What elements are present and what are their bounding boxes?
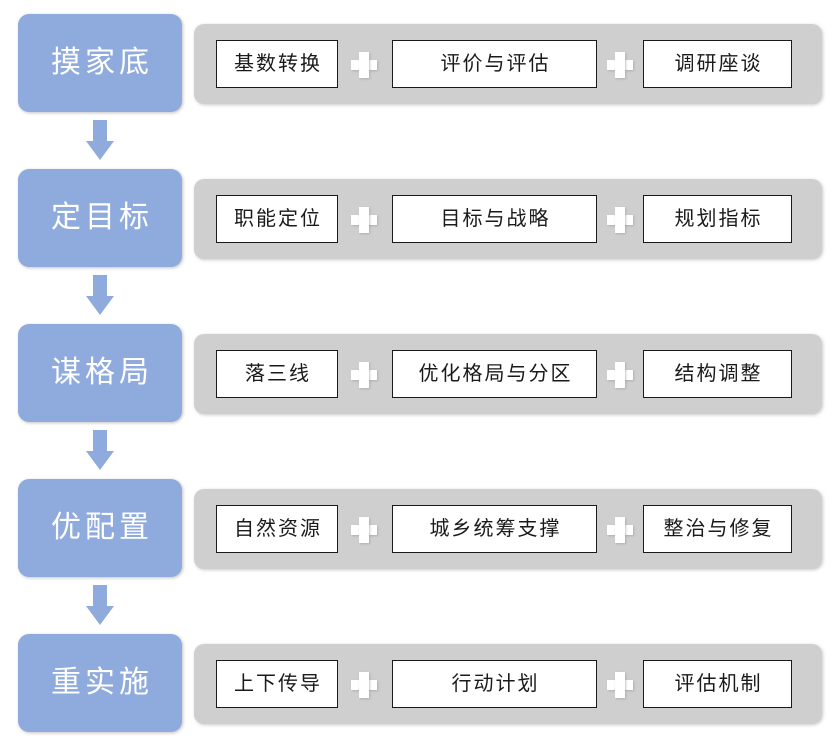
stage-label-1[interactable]: 摸家底 bbox=[18, 14, 182, 112]
task-box[interactable]: 调研座谈 bbox=[643, 40, 792, 88]
stage-label-4[interactable]: 优配置 bbox=[18, 479, 182, 577]
stage-label-text: 重实施 bbox=[51, 666, 153, 699]
stage-label-text: 摸家底 bbox=[51, 46, 153, 79]
arrow-head bbox=[86, 296, 114, 315]
task-box[interactable]: 评估机制 bbox=[643, 660, 792, 708]
task-panel-4: 自然资源 城乡统筹支撑 整治与修复 bbox=[194, 489, 822, 569]
arrow-shaft bbox=[93, 430, 107, 452]
stage-row-2: 定目标 职能定位 目标与战略 规划指标 bbox=[0, 169, 837, 267]
stage-row-5: 重实施 上下传导 行动计划 评估机制 bbox=[0, 634, 837, 732]
task-box[interactable]: 评价与评估 bbox=[392, 40, 597, 88]
task-label: 结构调整 bbox=[674, 363, 763, 385]
task-box[interactable]: 职能定位 bbox=[216, 195, 338, 243]
task-box[interactable]: 上下传导 bbox=[216, 660, 338, 708]
task-box[interactable]: 行动计划 bbox=[392, 660, 597, 708]
plus-icon bbox=[607, 517, 633, 543]
task-box[interactable]: 城乡统筹支撑 bbox=[392, 505, 597, 553]
stage-label-5[interactable]: 重实施 bbox=[18, 634, 182, 732]
stage-label-text: 定目标 bbox=[51, 201, 153, 234]
task-label: 整治与修复 bbox=[663, 518, 774, 540]
task-box[interactable]: 结构调整 bbox=[643, 350, 792, 398]
stage-label-3[interactable]: 谋格局 bbox=[18, 324, 182, 422]
plus-icon bbox=[351, 207, 377, 233]
task-box[interactable]: 优化格局与分区 bbox=[392, 350, 597, 398]
task-label: 规划指标 bbox=[674, 208, 763, 230]
task-label: 落三线 bbox=[245, 363, 311, 385]
plus-icon bbox=[607, 672, 633, 698]
arrow-head bbox=[86, 451, 114, 470]
task-panel-2: 职能定位 目标与战略 规划指标 bbox=[194, 179, 822, 259]
plus-icon bbox=[351, 52, 377, 78]
task-box[interactable]: 规划指标 bbox=[643, 195, 792, 243]
arrow-head bbox=[86, 141, 114, 160]
task-label: 行动计划 bbox=[451, 673, 540, 695]
task-box[interactable]: 整治与修复 bbox=[643, 505, 792, 553]
plus-icon bbox=[607, 52, 633, 78]
task-panel-1: 基数转换 评价与评估 调研座谈 bbox=[194, 24, 822, 104]
task-box[interactable]: 自然资源 bbox=[216, 505, 338, 553]
task-label: 目标与战略 bbox=[440, 208, 551, 230]
task-label: 调研座谈 bbox=[674, 53, 763, 75]
arrow-shaft bbox=[93, 275, 107, 297]
stage-row-4: 优配置 自然资源 城乡统筹支撑 整治与修复 bbox=[0, 479, 837, 577]
task-label: 基数转换 bbox=[234, 53, 322, 75]
arrow-shaft bbox=[93, 120, 107, 142]
task-label: 职能定位 bbox=[234, 208, 322, 230]
down-arrow-icon bbox=[86, 275, 114, 315]
plus-icon bbox=[351, 517, 377, 543]
task-label: 优化格局与分区 bbox=[418, 363, 573, 385]
plus-icon bbox=[607, 207, 633, 233]
stage-row-1: 摸家底 基数转换 评价与评估 调研座谈 bbox=[0, 14, 837, 112]
task-label: 评价与评估 bbox=[440, 53, 551, 75]
task-label: 上下传导 bbox=[234, 673, 322, 695]
task-label: 评估机制 bbox=[674, 673, 763, 695]
arrow-shaft bbox=[93, 585, 107, 607]
task-label: 城乡统筹支撑 bbox=[429, 518, 562, 540]
task-label: 自然资源 bbox=[234, 518, 322, 540]
stage-row-3: 谋格局 落三线 优化格局与分区 结构调整 bbox=[0, 324, 837, 422]
stage-label-text: 谋格局 bbox=[51, 356, 153, 389]
down-arrow-icon bbox=[86, 585, 114, 625]
arrow-head bbox=[86, 606, 114, 625]
plus-icon bbox=[351, 672, 377, 698]
task-panel-5: 上下传导 行动计划 评估机制 bbox=[194, 644, 822, 724]
task-box[interactable]: 基数转换 bbox=[216, 40, 338, 88]
plus-icon bbox=[607, 362, 633, 388]
stage-label-2[interactable]: 定目标 bbox=[18, 169, 182, 267]
task-box[interactable]: 落三线 bbox=[216, 350, 338, 398]
task-panel-3: 落三线 优化格局与分区 结构调整 bbox=[194, 334, 822, 414]
task-box[interactable]: 目标与战略 bbox=[392, 195, 597, 243]
down-arrow-icon bbox=[86, 430, 114, 470]
plus-icon bbox=[351, 362, 377, 388]
stage-label-text: 优配置 bbox=[51, 511, 153, 544]
down-arrow-icon bbox=[86, 120, 114, 160]
